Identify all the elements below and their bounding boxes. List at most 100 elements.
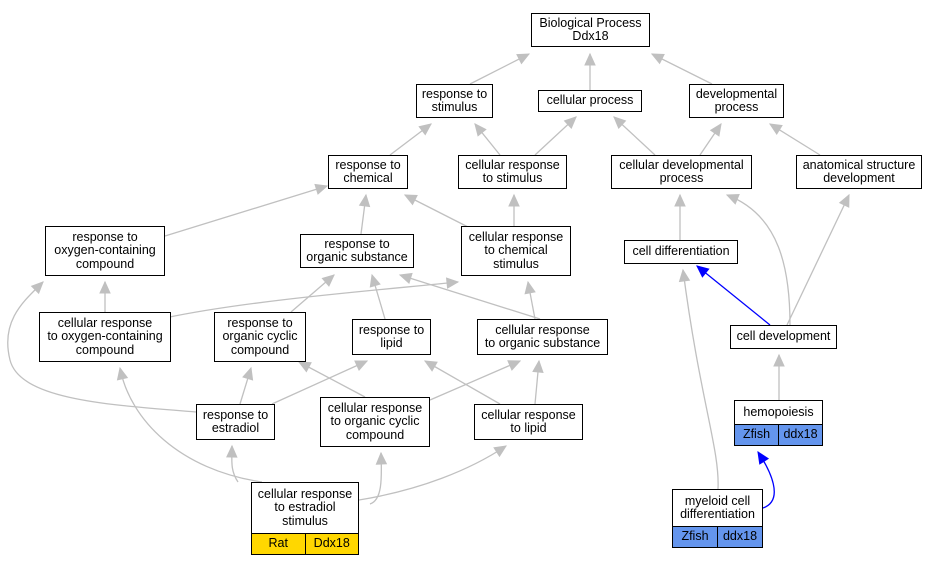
node-label-line: response to <box>227 315 293 330</box>
edge-estradiol-oxy <box>7 281 197 413</box>
node-cellular-process[interactable]: cellular process <box>538 90 642 112</box>
edge-cellestr-estradiol-arrowhead <box>226 444 238 458</box>
node-cell-development[interactable]: cell development <box>730 325 837 349</box>
edge-celllipid-lipid-arrowhead <box>423 360 438 372</box>
node-label-line: cell differentiation <box>632 244 730 259</box>
edge-cellcyc-cyclic-arrowhead <box>297 361 312 373</box>
gene-cell: Ddx18 <box>304 534 358 554</box>
node-label-line: hemopoiesis <box>743 404 814 419</box>
node-label-line: estradiol <box>211 421 260 435</box>
edge-oxy-chem <box>164 185 328 237</box>
node-label-line: development <box>823 171 895 185</box>
node-label-line: cellular response <box>257 486 353 501</box>
species-label: Zfish <box>681 529 709 544</box>
node-label-line: chemical <box>343 171 393 185</box>
node-label-line: to lipid <box>510 421 547 435</box>
edge-oxy-chem-arrowhead <box>314 183 329 195</box>
edge-cellproc-root-arrowhead <box>584 52 596 66</box>
node-label-line: developmental <box>695 86 778 101</box>
gene-cell: ddx18 <box>717 527 762 547</box>
node-label-line: response to <box>358 322 425 337</box>
gene-label: Ddx18 <box>313 536 350 551</box>
edge-chem-stimulus-arrowhead <box>418 123 432 136</box>
node-hemopoiesis[interactable]: hemopoiesis Zfish ddx18 <box>734 400 823 446</box>
node-label-line: cellular response <box>495 322 590 337</box>
node-cell-differentiation[interactable]: cell differentiation <box>624 240 738 264</box>
edge-cellstim-cellproc-arrowhead <box>563 116 577 130</box>
species-cell: Zfish <box>735 425 778 445</box>
edge-cellestr-celllipid-arrowhead <box>493 445 508 458</box>
edge-celloxy-oxy-arrowhead <box>99 280 111 294</box>
gene-label: ddx18 <box>722 529 758 544</box>
edge-cellstim-stimulus-arrowhead <box>474 123 487 137</box>
node-label-line: cellular response <box>327 400 423 415</box>
species-cell: Rat <box>252 534 305 554</box>
node-label-line: cellular response <box>481 407 576 422</box>
node-label-line: to organic cyclic <box>330 414 420 429</box>
node-label-line: stimulus <box>493 256 539 271</box>
edge-devproc-root-arrowhead <box>650 53 665 65</box>
edge-cellorg-organic-arrowhead <box>398 272 413 284</box>
edge-cellchem-cellstim-arrowhead <box>508 193 520 207</box>
edge-cellestr-celloxy <box>119 367 263 483</box>
node-label-line: compound <box>230 342 290 357</box>
edge-estradiol-lipid <box>271 360 368 405</box>
node-label-line: compound <box>345 427 405 442</box>
node-label-line: to chemical <box>484 243 548 258</box>
species-label: Zfish <box>742 427 771 442</box>
gene-label: ddx18 <box>783 427 818 442</box>
node-label-line: organic cyclic <box>222 329 298 344</box>
edge-cellestr-celloxy-arrowhead <box>116 366 129 381</box>
node-label-line: cellular process <box>546 93 634 108</box>
node-label-line: response to <box>72 229 138 244</box>
node-label-line: Biological Process <box>539 15 642 30</box>
edge-celldevt-celldiff-arrowhead <box>696 265 710 278</box>
node-label-line: process <box>714 100 759 114</box>
node-label-line: response to <box>335 157 401 172</box>
gene-cell: ddx18 <box>778 425 822 445</box>
edge-cyclic-organic-arrowhead <box>321 274 335 287</box>
node-label-line: cellular response <box>468 229 564 244</box>
edge-organic-chem-arrowhead <box>358 193 371 208</box>
node-label-line: response to <box>202 407 269 422</box>
edge-cellcyc-cellorg <box>429 360 521 401</box>
edge-celldevt-anat <box>786 194 850 326</box>
node-label-line: organic substance <box>306 250 408 264</box>
edge-myeloid-celldiff-arrowhead <box>678 268 691 283</box>
node-label-line: cellular response <box>57 315 153 330</box>
edge-myeloid-hemo-arrowhead <box>757 450 770 465</box>
edge-celldevt-anat-arrowhead <box>838 193 850 208</box>
edge-cellchem-chem-arrowhead <box>403 194 418 206</box>
edge-stimulus-root-arrowhead <box>516 53 531 65</box>
edge-celloxy-cellchem <box>164 281 459 319</box>
edge-cellchem-chem <box>404 194 471 229</box>
edge-anat-devproc-arrowhead <box>768 123 783 135</box>
node-label-line: myeloid cell <box>684 493 751 508</box>
edge-celldev-devproc-arrowhead <box>709 122 722 137</box>
edge-celllipid-lipid <box>424 360 501 405</box>
edge-cellorg-cellchem-arrowhead <box>524 280 536 295</box>
node-label-line: oxygen-containing <box>54 243 156 258</box>
edge-cellcyc-cyclic <box>298 361 366 398</box>
node-label-line: stimulus <box>431 100 478 114</box>
